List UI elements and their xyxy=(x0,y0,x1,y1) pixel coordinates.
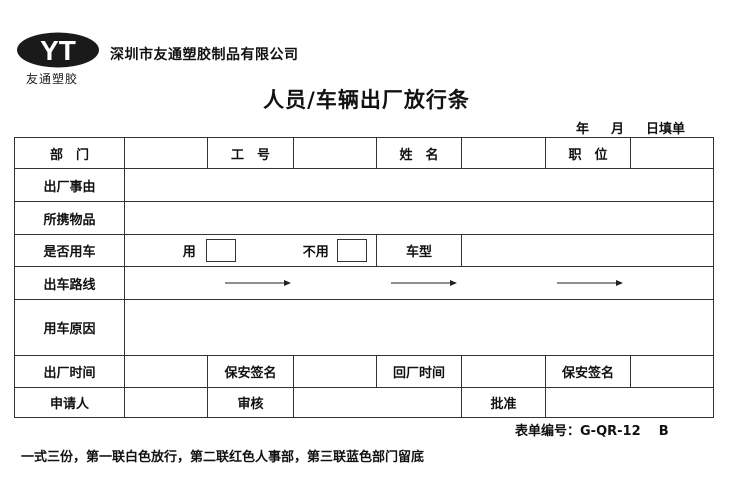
table-row: 部 门 工 号 姓 名 职 位 xyxy=(14,137,714,169)
department-field[interactable] xyxy=(124,137,208,169)
form-title: 人员/车辆出厂放行条 xyxy=(263,88,470,112)
table-row: 出车路线 xyxy=(14,266,714,300)
date-year-label: 年 xyxy=(575,122,589,137)
position-field[interactable] xyxy=(630,137,714,169)
table-row: 出厂时间 保安签名 回厂时间 保安签名 xyxy=(14,355,714,388)
fill-date: 年 月 日填单 xyxy=(576,118,685,137)
use-no-checkbox[interactable] xyxy=(336,239,367,262)
logo-subtitle: 友通塑胶 xyxy=(26,72,79,86)
return-time-field[interactable] xyxy=(461,355,546,388)
vehicle-reason-label: 用车原因 xyxy=(14,299,125,356)
guard-sign-2-label: 保安签名 xyxy=(545,355,631,388)
items-carried-field[interactable] xyxy=(124,201,714,235)
table-row: 申请人 审核 批准 xyxy=(14,387,714,418)
use-yes-cell: 用 xyxy=(124,234,294,267)
exit-time-field[interactable] xyxy=(124,355,208,388)
table-row: 是否用车 用 不用 车型 xyxy=(14,234,714,267)
use-yes-checkbox[interactable] xyxy=(205,239,236,262)
exit-time-label: 出厂时间 xyxy=(14,355,125,388)
release-form-table: 部 门 工 号 姓 名 职 位 出厂事由 所携物品 是否用车 用 不用 车型 xyxy=(14,137,714,418)
guard-sign-1-label: 保安签名 xyxy=(207,355,294,388)
position-label: 职 位 xyxy=(545,137,631,169)
form-number: 表单编号：G-QR-12 B xyxy=(515,424,669,439)
vehicle-reason-field[interactable] xyxy=(124,299,714,356)
company-logo: YT xyxy=(17,32,99,68)
review-field[interactable] xyxy=(293,387,462,418)
table-row: 用车原因 xyxy=(14,299,714,356)
applicant-field[interactable] xyxy=(124,387,208,418)
date-day-label: 日填单 xyxy=(645,122,685,137)
return-time-label: 回厂时间 xyxy=(376,355,462,388)
department-label: 部 门 xyxy=(14,137,125,169)
route-label: 出车路线 xyxy=(14,266,125,300)
logo-letters: YT xyxy=(40,35,76,66)
route-arrow-icon xyxy=(391,280,457,286)
route-arrow-icon xyxy=(225,280,291,286)
date-month-label: 月 xyxy=(610,122,624,137)
review-label: 审核 xyxy=(207,387,294,418)
employee-id-field[interactable] xyxy=(293,137,377,169)
exit-reason-label: 出厂事由 xyxy=(14,168,125,202)
route-field[interactable] xyxy=(124,266,714,300)
name-field[interactable] xyxy=(461,137,546,169)
copies-note: 一式三份，第一联白色放行，第二联红色人事部，第三联蓝色部门留底 xyxy=(21,450,425,465)
use-vehicle-label: 是否用车 xyxy=(14,234,125,267)
employee-id-label: 工 号 xyxy=(207,137,294,169)
use-no-label: 不用 xyxy=(302,245,329,260)
guard-sign-2-field[interactable] xyxy=(630,355,714,388)
approve-field[interactable] xyxy=(545,387,714,418)
table-row: 所携物品 xyxy=(14,201,714,235)
guard-sign-1-field[interactable] xyxy=(293,355,377,388)
use-no-cell: 不用 xyxy=(293,234,377,267)
applicant-label: 申请人 xyxy=(14,387,125,418)
use-yes-label: 用 xyxy=(182,245,196,260)
company-name: 深圳市友通塑胶制品有限公司 xyxy=(110,47,299,63)
table-row: 出厂事由 xyxy=(14,168,714,202)
exit-reason-field[interactable] xyxy=(124,168,714,202)
name-label: 姓 名 xyxy=(376,137,462,169)
route-arrow-icon xyxy=(557,280,623,286)
approve-label: 批准 xyxy=(461,387,546,418)
vehicle-type-label: 车型 xyxy=(376,234,462,267)
vehicle-type-field[interactable] xyxy=(461,234,714,267)
items-carried-label: 所携物品 xyxy=(14,201,125,235)
